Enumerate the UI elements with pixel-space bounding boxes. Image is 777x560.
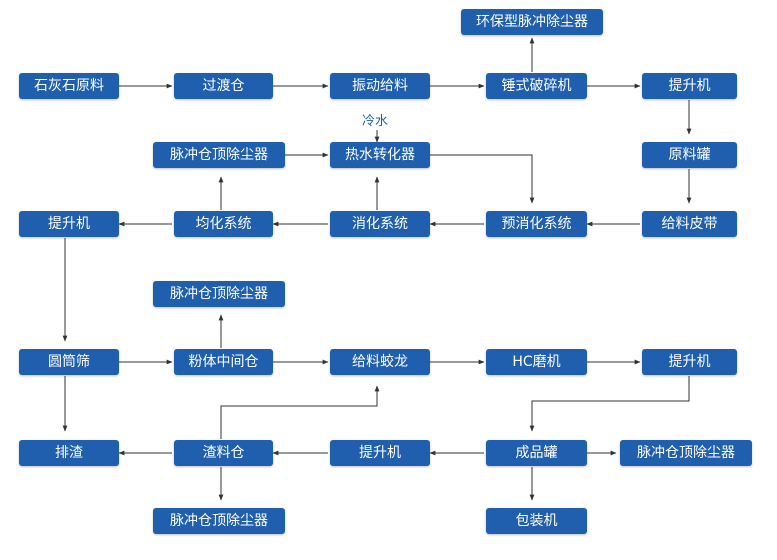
node-dust-collector-top-4: 脉冲仓顶除尘器 xyxy=(153,508,285,534)
node-raw-material-tank: 原料罐 xyxy=(642,142,737,168)
node-screw-feeder: 给料蛟龙 xyxy=(330,349,430,375)
node-drum-screen: 圆筒筛 xyxy=(19,349,119,375)
node-feed-belt: 给料皮带 xyxy=(642,211,737,237)
node-heat-exchanger: 热水转化器 xyxy=(330,142,430,168)
node-dust-collector-top-3: 脉冲仓顶除尘器 xyxy=(620,440,752,466)
node-product-tank: 成品罐 xyxy=(486,440,587,466)
label-cold-water: 冷水 xyxy=(362,114,389,129)
node-hc-mill: HC磨机 xyxy=(486,349,587,375)
node-elevator-4: 提升机 xyxy=(330,440,430,466)
arrow-elevator3-to-product xyxy=(529,376,690,432)
node-dust-collector-top-2: 脉冲仓顶除尘器 xyxy=(153,281,285,307)
node-elevator-1: 提升机 xyxy=(642,73,737,99)
node-vibrating-feeder: 振动给料 xyxy=(330,73,430,99)
arrow-exchanger-to-predigestion xyxy=(430,154,535,204)
node-slag-discharge: 排渣 xyxy=(19,440,119,466)
node-dust-collector-top-1: 脉冲仓顶除尘器 xyxy=(153,142,285,168)
node-homogenize: 均化系统 xyxy=(174,211,273,237)
node-slag-bin: 渣料仓 xyxy=(174,440,273,466)
node-raw-stone: 石灰石原料 xyxy=(19,73,119,99)
arrow-slagbin-to-screw xyxy=(220,385,380,439)
node-packing-machine: 包装机 xyxy=(486,508,587,534)
node-elevator-2: 提升机 xyxy=(19,211,119,237)
node-env-dust-collector: 环保型脉冲除尘器 xyxy=(461,9,603,35)
node-digestion: 消化系统 xyxy=(330,211,430,237)
node-powder-bin: 粉体中间仓 xyxy=(174,349,273,375)
node-elevator-3: 提升机 xyxy=(642,349,737,375)
node-transition-bin: 过渡仓 xyxy=(174,73,273,99)
node-hammer-crusher: 锤式破碎机 xyxy=(486,73,587,99)
node-pre-digestion: 预消化系统 xyxy=(486,211,587,237)
